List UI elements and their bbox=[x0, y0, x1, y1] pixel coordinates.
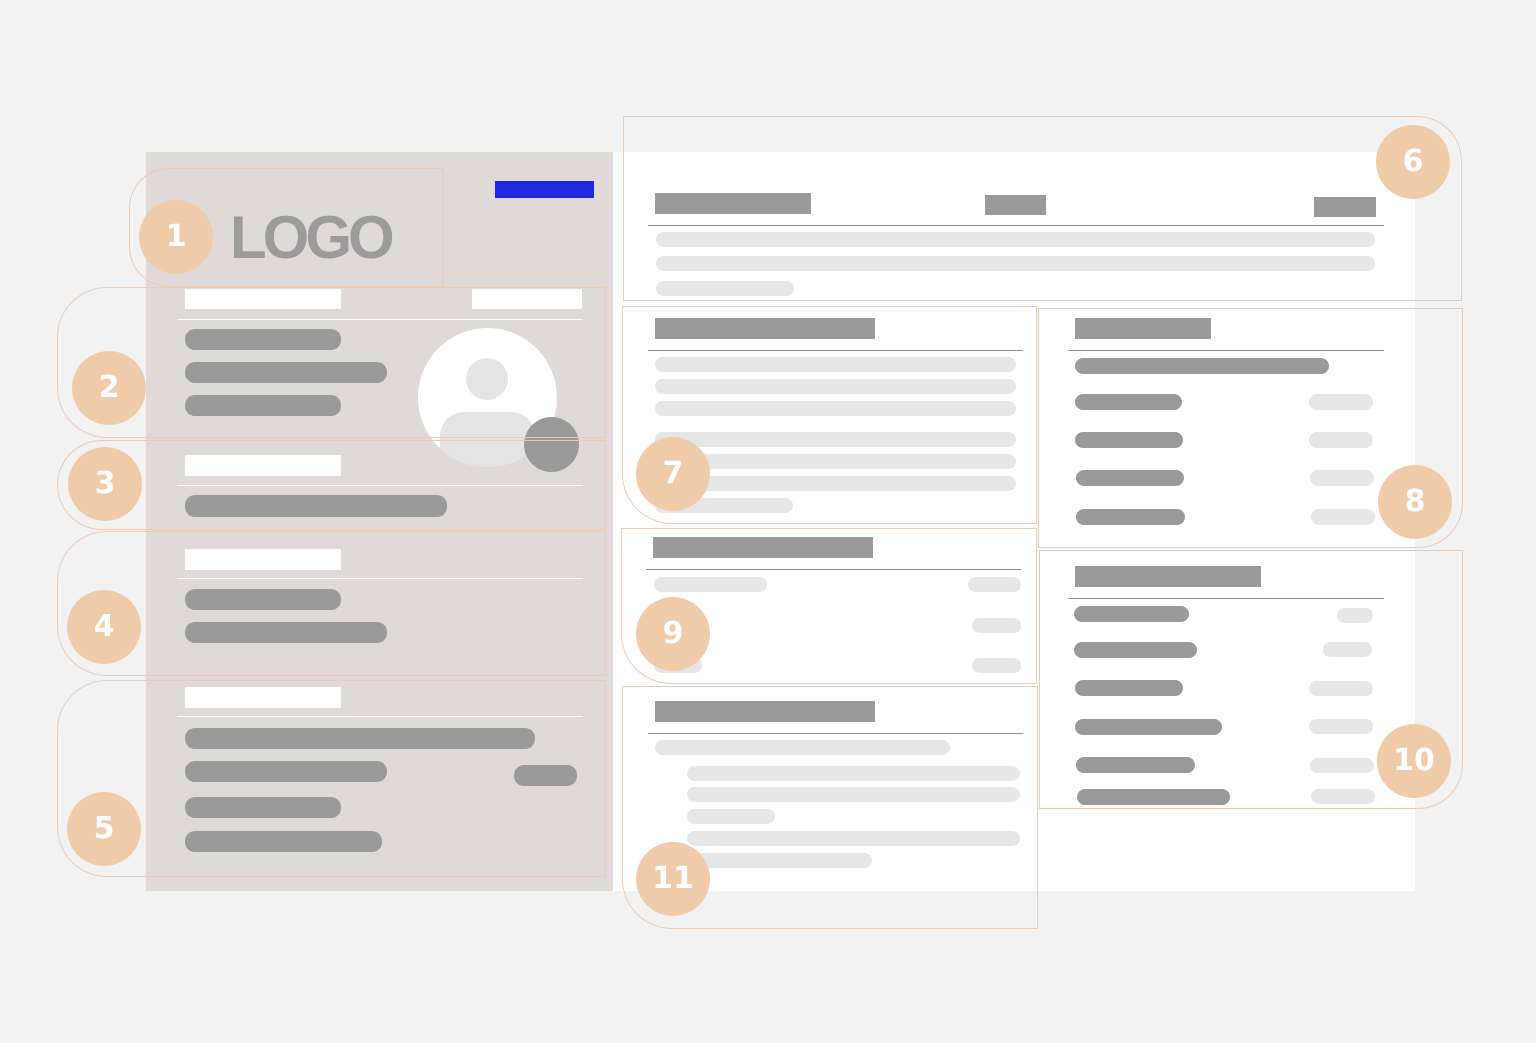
profile-heading-placeholder bbox=[185, 289, 341, 309]
header-action-placeholder[interactable] bbox=[1314, 197, 1376, 217]
list-item-value-placeholder bbox=[972, 618, 1021, 633]
profile-action-placeholder[interactable] bbox=[472, 289, 582, 309]
section-heading-placeholder bbox=[185, 455, 341, 476]
text-line-placeholder bbox=[185, 728, 535, 749]
text-line-placeholder bbox=[655, 432, 1016, 447]
section-heading-placeholder bbox=[185, 687, 341, 708]
callout-badge-3: 3 bbox=[68, 447, 142, 521]
callout-badge-4: 4 bbox=[67, 590, 141, 664]
title-placeholder bbox=[655, 193, 811, 214]
text-line-placeholder bbox=[185, 362, 387, 383]
section-heading-placeholder bbox=[655, 701, 875, 722]
text-line-placeholder bbox=[687, 787, 1020, 802]
divider bbox=[177, 485, 583, 486]
list-item-value-placeholder bbox=[1311, 509, 1375, 525]
section-heading-placeholder bbox=[185, 549, 341, 570]
region-outline-5 bbox=[57, 680, 606, 877]
text-line-placeholder bbox=[185, 831, 382, 852]
list-item-label-placeholder bbox=[1076, 470, 1184, 486]
list-item-value-placeholder bbox=[1309, 681, 1373, 696]
text-line-placeholder bbox=[185, 329, 341, 350]
text-line-placeholder bbox=[185, 495, 447, 517]
divider bbox=[648, 350, 1023, 351]
divider bbox=[1068, 598, 1384, 599]
list-item-label-placeholder bbox=[1076, 757, 1195, 773]
list-item-label-placeholder bbox=[1075, 719, 1222, 735]
callout-badge-8: 8 bbox=[1378, 465, 1452, 539]
callout-badge-6: 6 bbox=[1376, 125, 1450, 199]
section-heading-placeholder bbox=[655, 318, 875, 339]
list-item-value-placeholder bbox=[1310, 470, 1374, 486]
region-outline-4 bbox=[57, 531, 606, 676]
section-heading-placeholder bbox=[1075, 566, 1261, 587]
list-item-value-placeholder bbox=[1309, 394, 1373, 410]
text-line-placeholder bbox=[185, 622, 387, 643]
callout-badge-11: 11 bbox=[636, 842, 710, 916]
section-heading-placeholder bbox=[1075, 318, 1211, 339]
text-line-placeholder bbox=[655, 454, 1016, 469]
list-item-label-placeholder bbox=[1075, 680, 1183, 696]
text-line-placeholder bbox=[656, 256, 1375, 271]
region-outline-10 bbox=[1039, 550, 1463, 809]
list-item-value-placeholder bbox=[1323, 642, 1372, 657]
divider bbox=[1068, 350, 1384, 351]
text-line-placeholder bbox=[655, 401, 1016, 416]
list-item-label-placeholder bbox=[654, 577, 767, 592]
section-heading-placeholder bbox=[653, 537, 873, 558]
list-item-value-placeholder bbox=[1310, 758, 1374, 773]
text-line-placeholder bbox=[687, 853, 872, 868]
text-line-placeholder bbox=[655, 476, 1016, 491]
text-line-placeholder bbox=[185, 761, 387, 782]
callout-badge-5: 5 bbox=[67, 792, 141, 866]
tag-placeholder[interactable] bbox=[514, 765, 577, 786]
list-item-value-placeholder bbox=[1309, 432, 1373, 448]
avatar-head-shape bbox=[466, 358, 508, 400]
region-outline-1 bbox=[129, 168, 444, 287]
divider bbox=[648, 733, 1023, 734]
list-item-value-placeholder bbox=[1309, 719, 1373, 734]
list-item-label-placeholder bbox=[1076, 509, 1185, 525]
text-line-placeholder bbox=[655, 379, 1016, 394]
divider bbox=[646, 569, 1021, 570]
callout-badge-1: 1 bbox=[139, 200, 213, 274]
text-line-placeholder bbox=[1075, 358, 1329, 374]
logo-text: LOGO bbox=[230, 204, 395, 271]
text-line-placeholder bbox=[687, 831, 1020, 846]
region-outline-9 bbox=[621, 528, 1037, 684]
list-item-label-placeholder bbox=[1074, 606, 1189, 622]
text-line-placeholder bbox=[655, 357, 1016, 372]
list-item-label-placeholder bbox=[1074, 642, 1197, 658]
callout-badge-7: 7 bbox=[636, 437, 710, 511]
text-line-placeholder bbox=[687, 766, 1020, 781]
divider bbox=[177, 319, 583, 320]
region-outline-7 bbox=[622, 306, 1037, 524]
region-outline-2 bbox=[57, 287, 606, 438]
text-line-placeholder bbox=[185, 589, 341, 610]
list-item-value-placeholder bbox=[1337, 608, 1373, 623]
accent-button[interactable] bbox=[495, 181, 594, 198]
list-item-label-placeholder bbox=[1075, 394, 1182, 410]
text-line-placeholder bbox=[656, 232, 1375, 247]
callout-badge-10: 10 bbox=[1377, 724, 1451, 798]
text-line-placeholder bbox=[185, 797, 341, 818]
region-outline-3 bbox=[57, 440, 606, 530]
list-item-label-placeholder bbox=[1077, 789, 1230, 805]
region-outline-6 bbox=[623, 116, 1462, 301]
text-line-placeholder bbox=[185, 395, 341, 416]
text-line-placeholder bbox=[655, 740, 950, 755]
region-outline-11 bbox=[622, 686, 1038, 929]
divider bbox=[177, 578, 583, 579]
text-line-placeholder bbox=[656, 281, 794, 296]
avatar-body-shape bbox=[440, 412, 535, 467]
divider bbox=[648, 225, 1384, 226]
text-line-placeholder bbox=[687, 809, 775, 824]
callout-badge-2: 2 bbox=[72, 351, 146, 425]
list-item-value-placeholder bbox=[1311, 789, 1375, 804]
header-action-placeholder[interactable] bbox=[985, 195, 1046, 215]
region-outline-8 bbox=[1038, 308, 1463, 548]
divider bbox=[177, 716, 583, 717]
list-item-value-placeholder bbox=[968, 577, 1021, 592]
list-item-label-placeholder bbox=[1075, 432, 1183, 448]
callout-badge-9: 9 bbox=[636, 597, 710, 671]
